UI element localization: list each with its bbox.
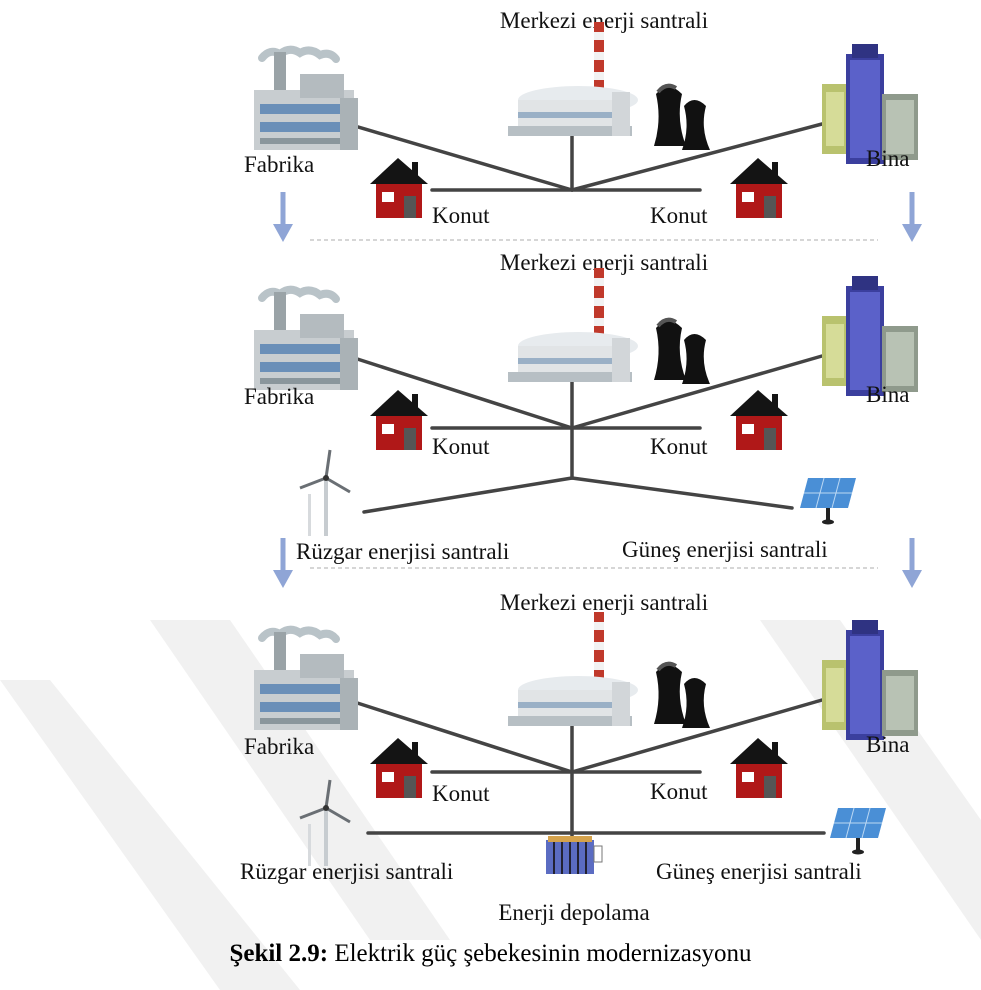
connector xyxy=(346,698,574,774)
connector xyxy=(570,122,824,192)
down-arrow-icon xyxy=(273,538,293,588)
factory-icon xyxy=(254,290,358,390)
wind-label: Rüzgar enerjisi santrali xyxy=(296,539,509,564)
house-icon xyxy=(730,158,788,218)
connector xyxy=(570,698,824,774)
house-label: Konut xyxy=(432,434,490,459)
figure-number: Şekil 2.9: xyxy=(229,940,329,967)
house-icon xyxy=(370,390,428,450)
storage-label: Enerji depolama xyxy=(498,900,649,925)
connector xyxy=(346,122,574,192)
house-icon xyxy=(730,738,788,798)
figure-caption-text: Elektrik güç şebekesinin modernizasyonu xyxy=(328,940,752,967)
cooling-tower-icon xyxy=(652,83,712,152)
power-plant-icon xyxy=(508,612,638,726)
building-label: Bina xyxy=(866,732,909,757)
stage-3: Merkezi enerji santrali Fabrika Bina Kon… xyxy=(240,590,918,925)
building-label: Bina xyxy=(866,146,909,171)
house-label: Konut xyxy=(432,781,490,806)
connector xyxy=(346,354,574,430)
office-building-icon xyxy=(822,276,918,396)
down-arrow-icon xyxy=(273,192,293,242)
factory-icon xyxy=(254,50,358,150)
factory-label: Fabrika xyxy=(244,152,314,177)
power-plant-icon xyxy=(508,22,638,136)
stage-2: Merkezi enerji santrali Fabrika Bina Kon… xyxy=(244,250,922,588)
house-icon xyxy=(370,738,428,798)
power-plant-icon xyxy=(508,268,638,382)
watermark xyxy=(0,620,981,990)
factory-icon xyxy=(254,630,358,730)
solar-label: Güneş enerjisi santrali xyxy=(622,537,828,562)
central-plant-label: Merkezi enerji santrali xyxy=(500,590,708,615)
house-label: Konut xyxy=(432,203,490,228)
cooling-tower-icon xyxy=(652,661,712,730)
cooling-tower-icon xyxy=(652,317,712,386)
house-icon xyxy=(370,158,428,218)
stage-1: Merkezi enerji santrali Fabrika Bina Kon… xyxy=(244,8,922,242)
solar-panel-icon xyxy=(799,477,857,525)
house-label: Konut xyxy=(650,779,708,804)
battery-storage-icon xyxy=(545,835,603,875)
building-label: Bina xyxy=(866,382,909,407)
connector xyxy=(570,476,794,510)
connector xyxy=(570,354,824,430)
factory-label: Fabrika xyxy=(244,384,314,409)
house-icon xyxy=(730,390,788,450)
house-label: Konut xyxy=(650,203,708,228)
factory-label: Fabrika xyxy=(244,734,314,759)
wind-label: Rüzgar enerjisi santrali xyxy=(240,859,453,884)
solar-panel-icon xyxy=(829,807,887,855)
wind-turbine-icon xyxy=(298,448,352,538)
solar-label: Güneş enerjisi santrali xyxy=(656,859,862,884)
figure-caption: Şekil 2.9: Elektrik güç şebekesinin mode… xyxy=(0,940,981,968)
down-arrow-icon xyxy=(902,538,922,588)
down-arrow-icon xyxy=(902,192,922,242)
house-label: Konut xyxy=(650,434,708,459)
connector xyxy=(362,476,574,514)
